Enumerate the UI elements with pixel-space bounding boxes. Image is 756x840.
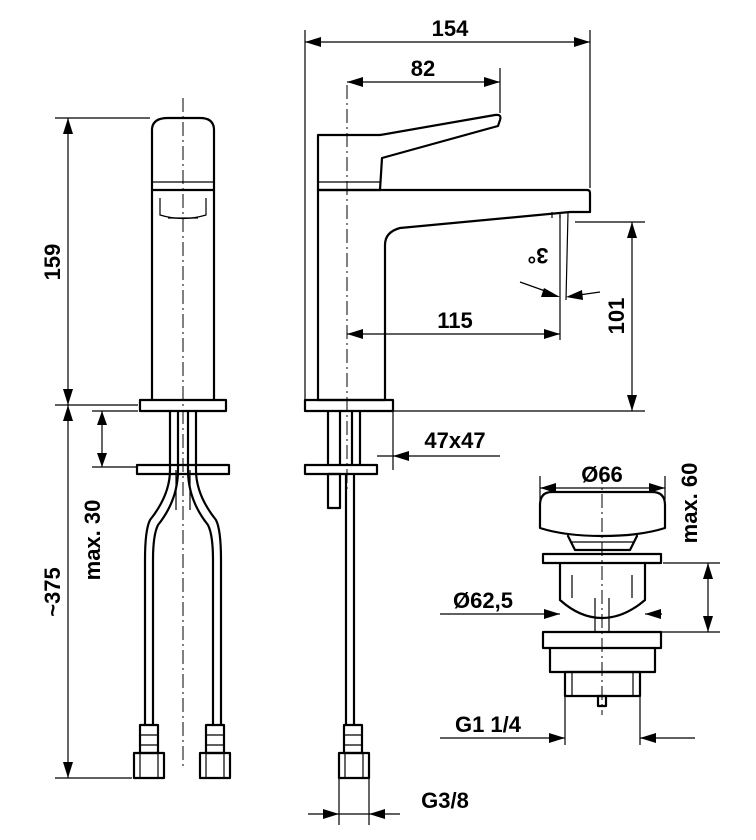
side-body-spout xyxy=(316,188,592,402)
side-mounting-plate xyxy=(303,463,379,476)
front-hose-left xyxy=(143,409,180,727)
side-view xyxy=(303,85,592,780)
dim-thread-hose: G3/8 xyxy=(421,788,469,813)
waste-flange xyxy=(541,552,663,565)
waste-dimensions: Ø66 max. 60 Ø62,5 G1 1/4 xyxy=(440,462,720,745)
side-hose xyxy=(344,472,356,727)
waste-view xyxy=(538,470,667,715)
dim-hose-length: ~375 xyxy=(40,567,65,617)
front-mounting-plate xyxy=(135,463,231,476)
front-base-plate xyxy=(138,398,228,413)
dim-waste-dia: Ø62,5 xyxy=(453,588,513,613)
side-fitting xyxy=(337,751,371,780)
front-fitting-left xyxy=(132,751,166,780)
dim-base-size: 47x47 xyxy=(424,428,485,453)
dim-body-height: 159 xyxy=(40,244,65,281)
front-fitting-right xyxy=(198,751,232,780)
dim-lever-length: 82 xyxy=(411,56,435,81)
dim-waste-height: max. 60 xyxy=(677,463,702,544)
front-body xyxy=(150,188,216,402)
dim-waste-thread: G1 1/4 xyxy=(455,712,522,737)
side-base-plate xyxy=(303,398,395,413)
dim-waste-cap-dia: Ø66 xyxy=(581,462,623,487)
waste-body xyxy=(558,561,647,620)
dim-spout-height: 101 xyxy=(604,298,629,335)
front-lever xyxy=(150,116,216,192)
dim-max-deck: max. 30 xyxy=(80,500,105,581)
side-dimensions: 154 82 115 3° 101 47x47 xyxy=(304,16,645,825)
front-view xyxy=(132,98,232,780)
dim-width-total: 154 xyxy=(432,16,469,41)
front-hose-right xyxy=(186,409,223,727)
front-dimensions: 159 ~375 max. 30 xyxy=(40,117,150,779)
dim-spout-reach: 115 xyxy=(437,308,473,333)
dim-angle: 3° xyxy=(527,243,548,268)
side-lever xyxy=(316,113,502,192)
waste-cap xyxy=(538,490,667,538)
waste-nut xyxy=(541,630,663,650)
